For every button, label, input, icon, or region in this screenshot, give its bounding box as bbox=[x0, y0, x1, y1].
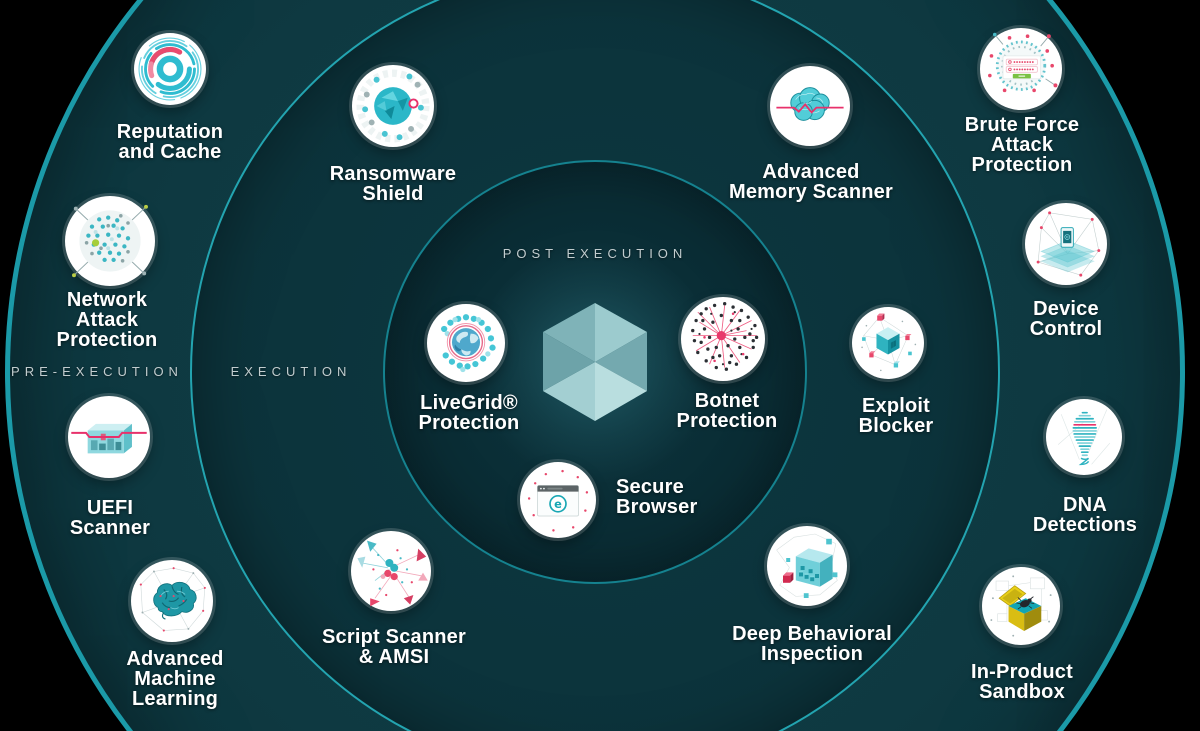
cube-logo bbox=[543, 303, 647, 421]
svg-text:e: e bbox=[554, 497, 562, 511]
sandbox-box-icon bbox=[982, 567, 1060, 645]
botnet-burst-icon bbox=[681, 297, 765, 381]
exploit-cube-icon bbox=[852, 307, 924, 379]
ransomware-sphere-icon bbox=[352, 65, 434, 147]
item-label: Script Scanner& AMSI bbox=[322, 626, 466, 668]
device-control-icon bbox=[1025, 203, 1107, 285]
phase-label-post-execution: POST EXECUTION bbox=[502, 246, 688, 261]
phase-label-execution: EXECUTION bbox=[230, 364, 352, 379]
script-graph-icon bbox=[351, 531, 431, 611]
secure-browser-icon: e bbox=[520, 462, 596, 538]
network-globe-icon bbox=[65, 196, 155, 286]
uefi-chip-icon bbox=[68, 396, 150, 478]
brute-force-login-icon bbox=[980, 28, 1062, 110]
memory-scan-brain-icon bbox=[770, 66, 850, 146]
phase-label-pre-execution: PRE-EXECUTION bbox=[11, 364, 183, 379]
item-label: LiveGrid®Protection bbox=[418, 392, 520, 434]
dna-strand-icon bbox=[1046, 399, 1122, 475]
livegrid-globe-icon bbox=[427, 304, 505, 382]
reputation-cache-icon bbox=[134, 33, 206, 105]
behavior-cubes-icon bbox=[767, 526, 847, 606]
machine-learning-brain-icon bbox=[131, 560, 213, 642]
